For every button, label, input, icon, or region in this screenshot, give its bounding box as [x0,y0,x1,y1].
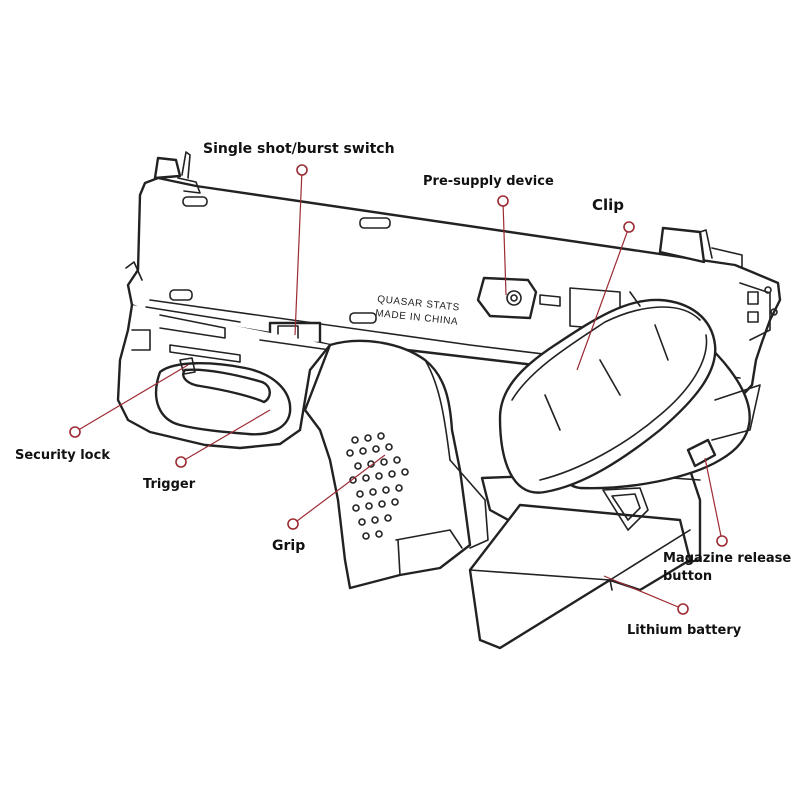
label-lithium-battery: Lithium battery [627,623,742,638]
label-magazine-release-line-2: button [663,569,712,584]
grip-texture [346,432,409,540]
lithium-battery [468,503,692,650]
marker-switch [296,164,308,176]
magazine-release-button [686,438,717,468]
label-pre-supply-device: Pre-supply device [423,174,554,189]
label-magazine-release-line-1: Magazine release [663,551,791,566]
leader-lines [74,169,723,610]
marker-trigger [175,456,187,468]
markers [69,164,728,615]
grip [303,339,472,590]
blaster-drawing [116,151,782,650]
marker-magazine-release [716,535,728,547]
label-clip: Clip [592,196,624,214]
label-single-shot-burst-switch: Single shot/burst switch [203,141,395,157]
label-grip: Grip [272,538,305,554]
marker-security-lock [69,426,81,438]
trigger [182,368,271,404]
rear-sight [153,156,182,180]
marker-battery [677,603,689,615]
label-trigger: Trigger [143,477,196,492]
drum-magazine [498,298,717,494]
marker-pre-supply [497,195,509,207]
marker-clip [623,221,635,233]
labels: Single shot/burst switch Pre-supply devi… [15,141,791,638]
marker-grip [287,518,299,530]
label-security-lock: Security lock [15,448,110,463]
